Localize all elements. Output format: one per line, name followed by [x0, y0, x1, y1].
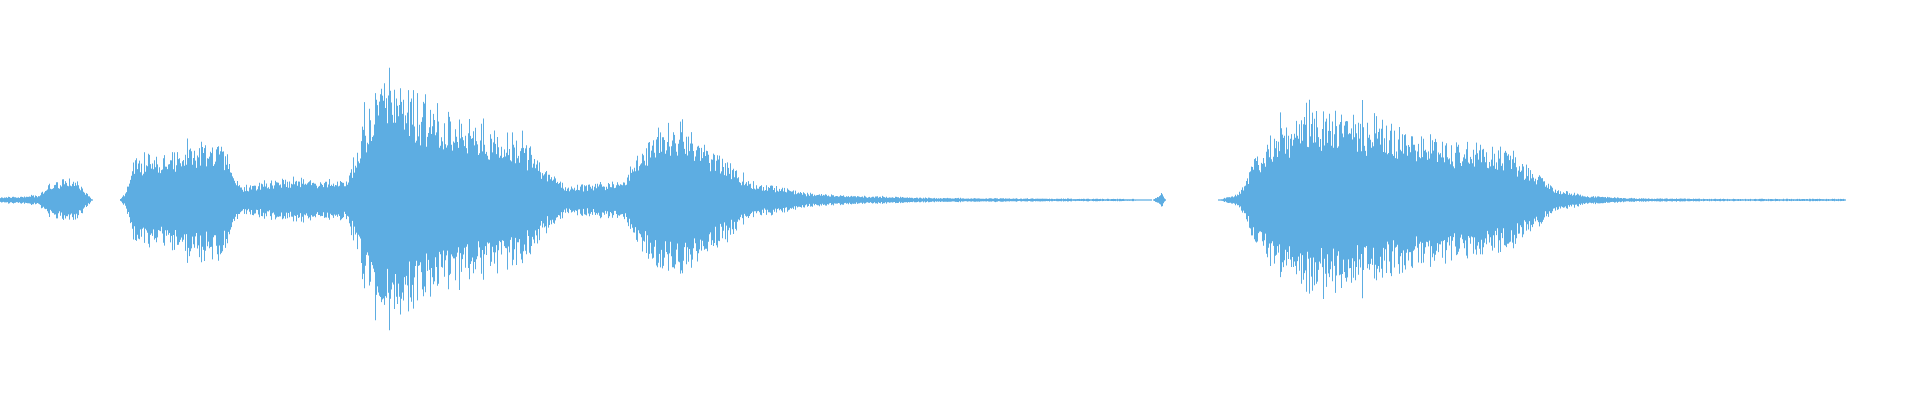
- waveform-samples: [0, 67, 1846, 331]
